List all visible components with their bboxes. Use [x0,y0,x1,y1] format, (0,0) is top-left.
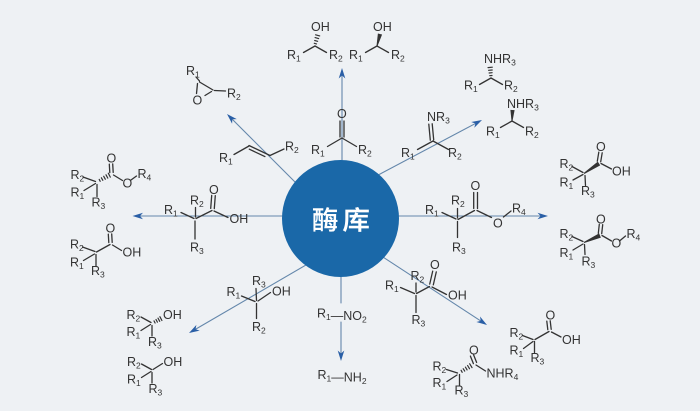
svg-text:O: O [106,222,116,236]
svg-text:R1: R1 [433,376,447,392]
svg-text:R3: R3 [455,384,469,400]
svg-text:R3: R3 [92,196,106,212]
svg-text:R1: R1 [186,64,200,80]
svg-text:R4: R4 [627,227,641,243]
svg-text:R3: R3 [190,241,204,257]
svg-text:NHR4: NHR4 [487,367,519,383]
svg-text:R2: R2 [127,355,141,371]
svg-text:R3: R3 [531,351,545,367]
svg-text:R1: R1 [510,344,524,360]
svg-text:R2: R2 [560,157,574,173]
svg-text:R4: R4 [138,167,152,183]
svg-text:R2: R2 [285,140,299,156]
svg-text:R2: R2 [411,269,425,285]
svg-text:R1: R1 [227,285,241,301]
svg-text:R1: R1 [401,146,415,162]
svg-text:R3: R3 [582,255,596,271]
svg-text:R1: R1 [425,203,439,219]
svg-text:OH: OH [163,308,182,322]
svg-text:R2: R2 [560,227,574,243]
svg-text:R2: R2 [448,146,462,162]
svg-text:R4: R4 [512,202,526,218]
svg-text:OH: OH [272,285,291,299]
svg-text:R1: R1 [70,256,84,272]
svg-text:O: O [546,309,556,323]
svg-text:R3: R3 [412,313,426,329]
svg-text:R2: R2 [451,194,465,210]
svg-text:R3: R3 [148,335,162,351]
svg-text:R1: R1 [560,246,574,262]
svg-text:R2: R2 [525,125,539,141]
svg-text:R2: R2 [71,168,85,184]
svg-text:NHR3: NHR3 [484,52,516,68]
svg-text:R1: R1 [464,79,478,95]
svg-text:R2: R2 [190,194,204,210]
svg-text:O: O [209,183,219,197]
svg-text:R3: R3 [452,241,466,257]
svg-text:R3: R3 [252,274,266,290]
svg-text:OH: OH [448,289,467,303]
svg-text:O: O [596,213,606,227]
svg-text:OH: OH [562,333,581,347]
svg-text:R1—NO2: R1—NO2 [317,307,367,325]
svg-text:O: O [123,177,133,191]
svg-text:R2: R2 [358,143,372,159]
svg-text:R1: R1 [349,48,363,64]
svg-text:R2: R2 [510,326,524,342]
svg-text:R2: R2 [433,360,447,376]
svg-text:R1: R1 [287,48,301,64]
svg-text:R1: R1 [127,325,141,341]
svg-text:R2: R2 [252,320,266,336]
svg-text:R1: R1 [127,373,141,389]
svg-text:R2: R2 [227,87,241,103]
svg-text:R2: R2 [329,48,343,64]
svg-text:OH: OH [612,165,631,179]
svg-text:O: O [471,179,481,193]
svg-text:O: O [493,217,503,231]
svg-text:R1: R1 [71,186,85,202]
svg-text:OH: OH [230,212,249,226]
svg-text:R1: R1 [219,151,233,167]
svg-text:O: O [596,140,606,154]
svg-text:O: O [469,344,479,358]
svg-text:R1: R1 [164,203,178,219]
svg-text:O: O [337,107,347,121]
svg-text:O: O [430,258,440,272]
svg-text:O: O [193,94,203,108]
svg-text:R1: R1 [560,176,574,192]
svg-text:O: O [107,152,117,166]
svg-text:OH: OH [373,20,392,34]
svg-text:R2: R2 [391,48,405,64]
svg-text:R2: R2 [127,308,141,324]
svg-text:R1: R1 [311,143,325,159]
svg-text:NR3: NR3 [427,110,450,126]
svg-text:OH: OH [123,246,142,260]
svg-text:R3: R3 [91,264,105,280]
svg-text:OH: OH [311,20,330,34]
svg-text:R3: R3 [149,382,163,398]
svg-text:NHR3: NHR3 [507,97,539,113]
svg-text:R2: R2 [504,79,518,95]
svg-text:OH: OH [164,355,183,369]
svg-text:R2: R2 [70,238,84,254]
svg-text:R1: R1 [385,279,399,295]
svg-text:R1—NH2: R1—NH2 [318,368,367,386]
svg-text:O: O [612,237,622,251]
svg-text:R3: R3 [581,184,595,200]
svg-text:R1: R1 [486,125,500,141]
